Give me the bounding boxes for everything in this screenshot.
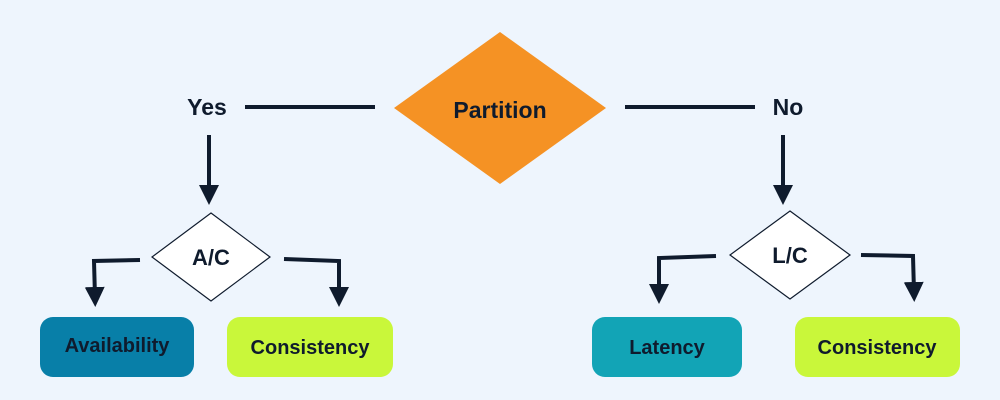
ac-left-arrow (84, 258, 141, 307)
partition-label: Partition (453, 97, 546, 123)
ac-decision-label: A/C (192, 245, 230, 270)
partition-diamond (394, 32, 606, 184)
yes-label: Yes (187, 94, 227, 120)
consistency-label-no: Consistency (818, 337, 938, 359)
latency-label: Latency (629, 337, 705, 359)
lc-left-arrow (649, 254, 717, 304)
lc-right-arrow (860, 253, 924, 302)
availability-box (40, 317, 194, 377)
ac-decision-diamond (150, 212, 272, 302)
availability-label: Availability (65, 335, 171, 357)
lc-decision-diamond (728, 210, 852, 300)
consistency-label-yes: Consistency (251, 337, 371, 359)
consistency-box-no (795, 317, 960, 377)
no-label: No (773, 94, 804, 120)
consistency-box-yes (227, 317, 393, 377)
ac-right-arrow (283, 257, 349, 307)
lc-decision-label: L/C (772, 243, 808, 268)
latency-box (592, 317, 742, 377)
